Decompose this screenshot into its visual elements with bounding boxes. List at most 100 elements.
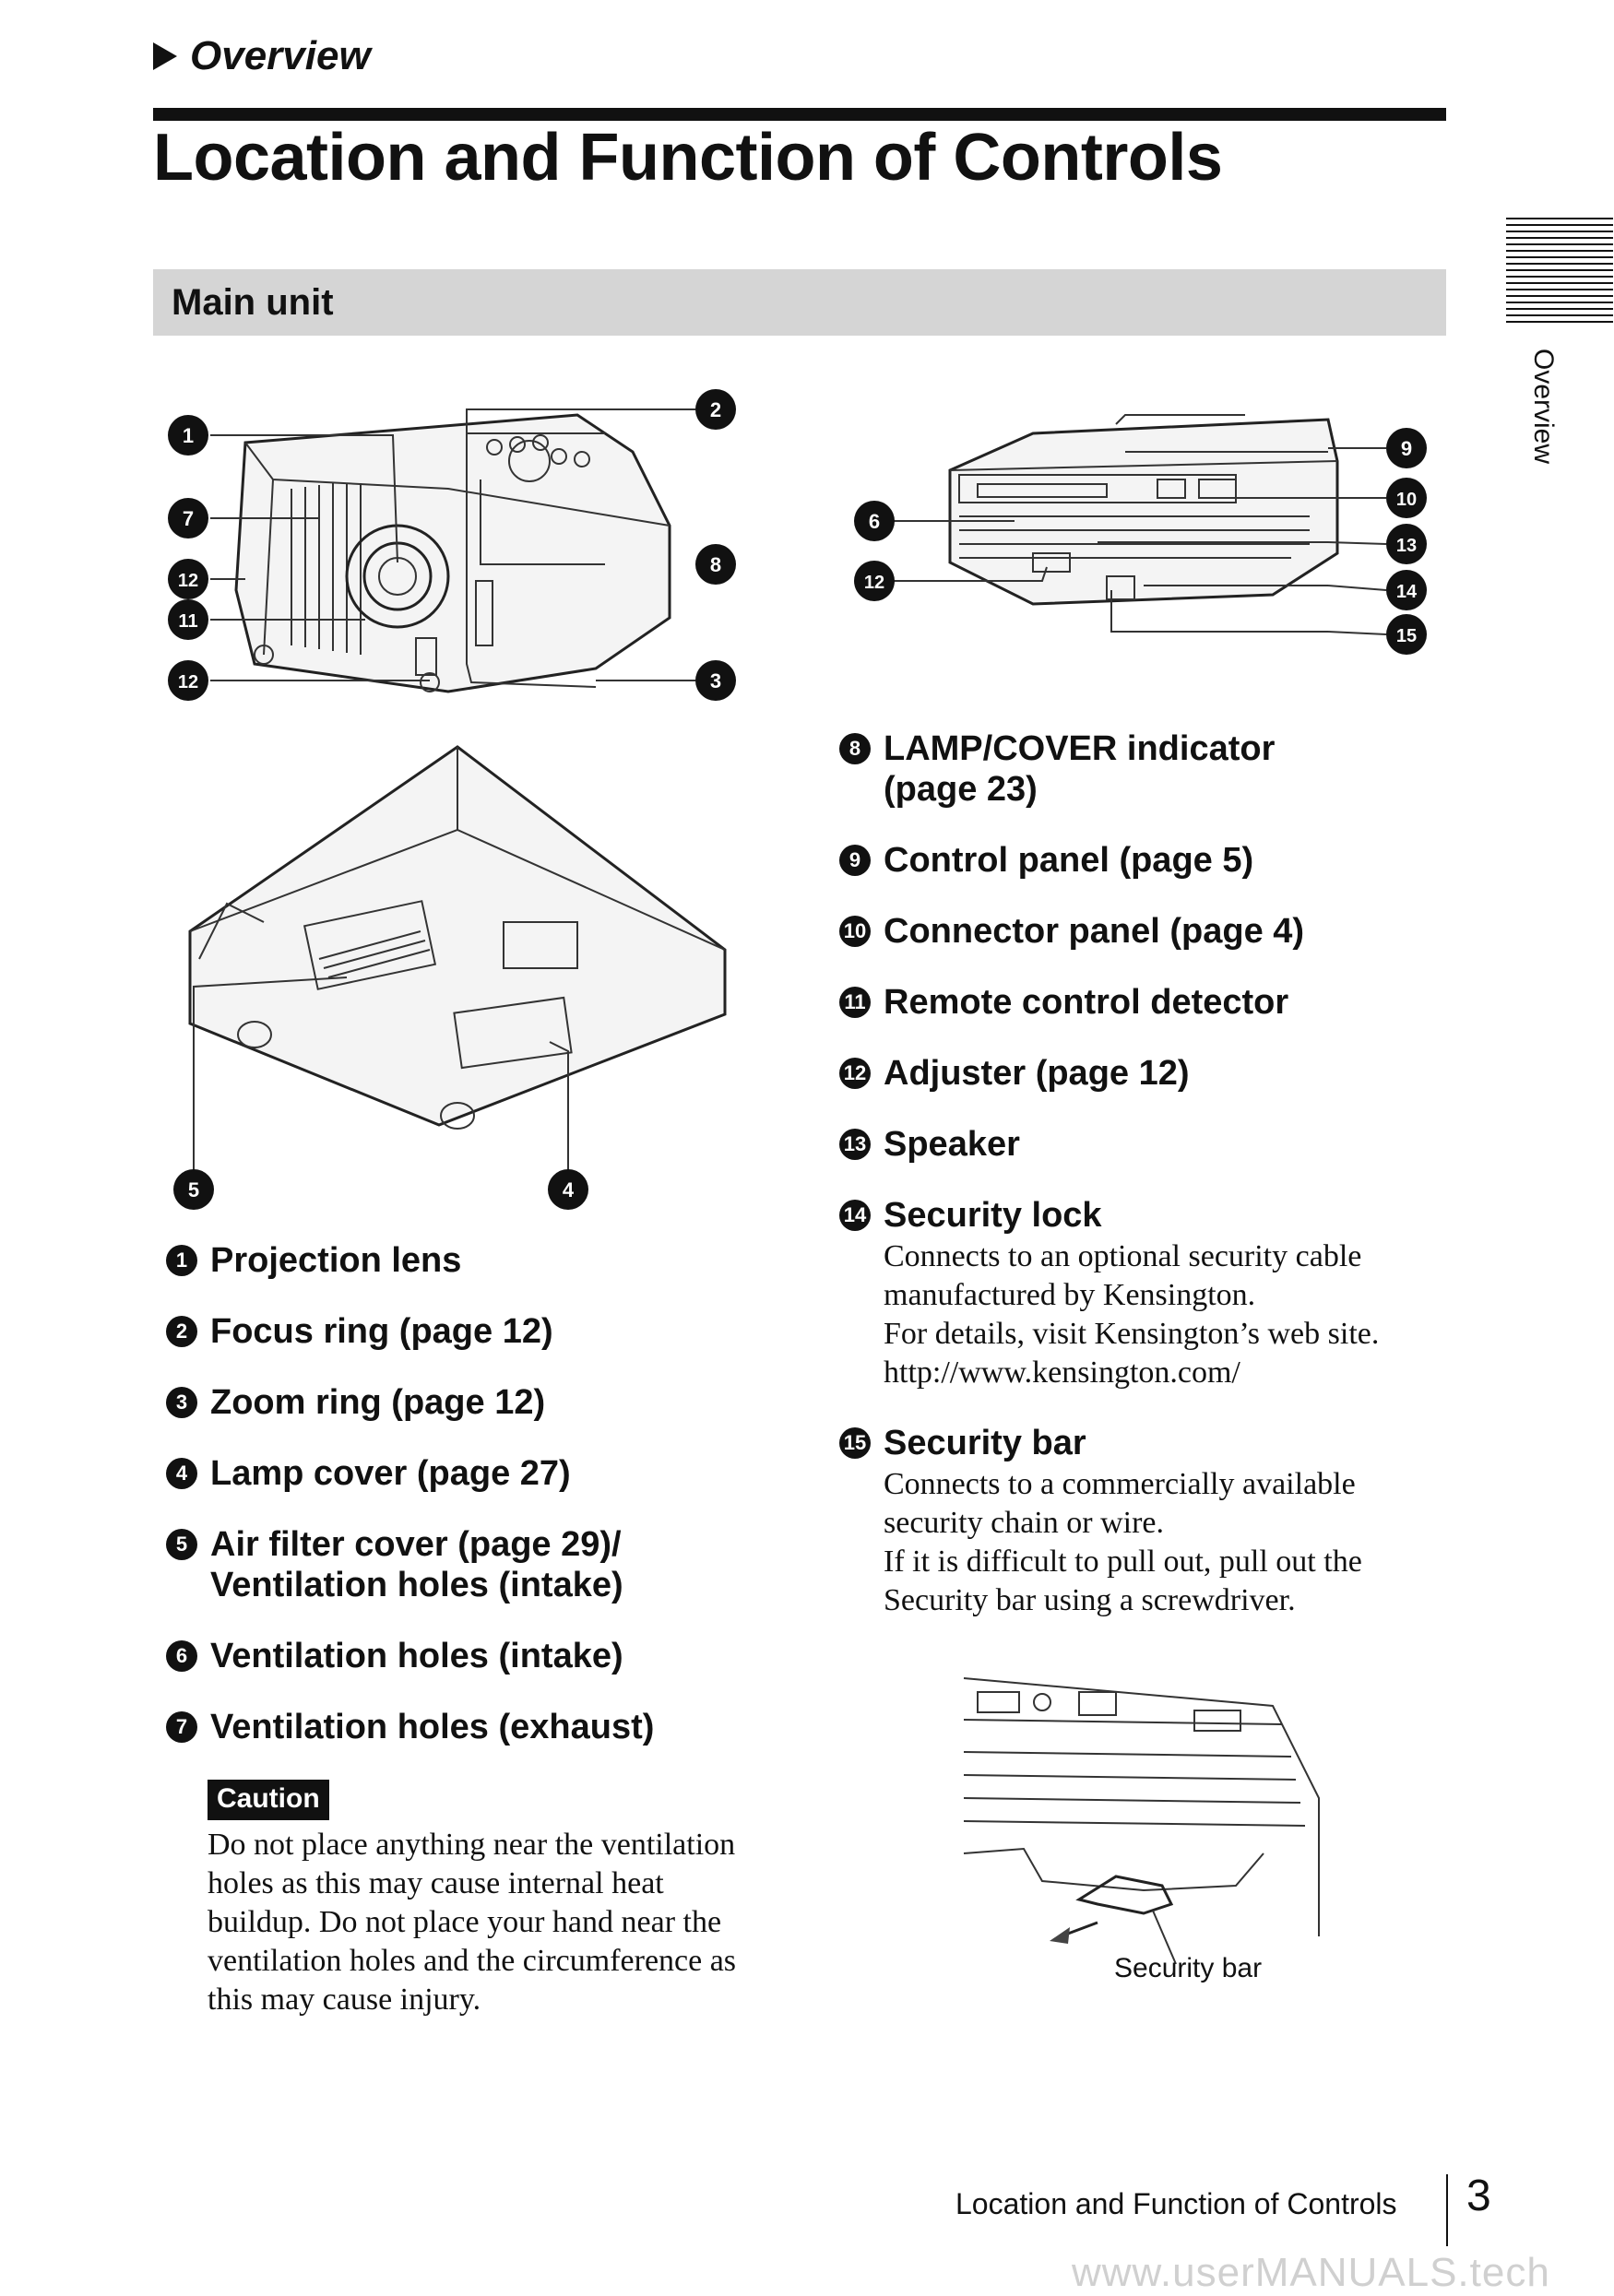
callout-10: 10 <box>1386 478 1427 518</box>
item-number: 7 <box>166 1711 197 1743</box>
item-number: 3 <box>166 1387 197 1418</box>
callout-14: 14 <box>1386 570 1427 610</box>
item-label: LAMP/COVER indicator (page 23) <box>884 729 1276 809</box>
page-title: Location and Function of Controls <box>153 121 1223 195</box>
item-number: 13 <box>839 1129 871 1160</box>
item-number: 9 <box>839 845 871 876</box>
item-number: 11 <box>839 987 871 1018</box>
list-item: 9 Control panel (page 5) <box>839 840 1448 881</box>
svg-text:1: 1 <box>183 424 194 447</box>
arrow-right-icon <box>153 42 177 70</box>
svg-text:12: 12 <box>178 672 198 692</box>
item-number: 15 <box>839 1427 871 1459</box>
svg-text:11: 11 <box>178 611 197 632</box>
side-tab-label: Overview <box>1528 349 1559 465</box>
item-label: Connector panel (page 4) <box>884 912 1305 951</box>
item-description: Connects to an optional security cable m… <box>884 1239 1380 1390</box>
list-item: 12 Adjuster (page 12) <box>839 1053 1448 1094</box>
callout-12c: 12 <box>854 561 895 601</box>
item-label: Ventilation holes (exhaust) <box>210 1708 655 1746</box>
footer-divider <box>1446 2174 1448 2246</box>
section-heading: Overview <box>153 33 371 79</box>
projector-bottom-illustration: 5 4 <box>173 745 727 1210</box>
svg-text:13: 13 <box>1396 536 1417 556</box>
callout-12: 12 <box>168 559 208 599</box>
callout-1: 1 <box>168 415 208 456</box>
caution-text: Do not place anything near the ventilati… <box>208 1828 737 2017</box>
svg-text:15: 15 <box>1396 626 1417 646</box>
callout-5: 5 <box>173 1169 214 1210</box>
list-item: 15 Security bar Connects to a commercial… <box>839 1423 1448 1620</box>
svg-text:7: 7 <box>183 507 194 530</box>
item-label: Zoom ring (page 12) <box>210 1383 546 1422</box>
parts-list-left: 1 Projection lens 2 Focus ring (page 12)… <box>166 1240 756 1747</box>
item-number: 12 <box>839 1058 871 1089</box>
list-item: 8 LAMP/COVER indicator (page 23) <box>839 728 1448 810</box>
callout-7: 7 <box>168 498 208 538</box>
svg-text:6: 6 <box>869 510 880 533</box>
item-label: Focus ring (page 12) <box>210 1312 553 1351</box>
callout-11: 11 <box>168 599 208 640</box>
list-item: 5 Air filter cover (page 29)/ Ventilatio… <box>166 1524 756 1605</box>
projector-front-illustration: 1 2 7 8 12 11 12 3 <box>168 389 736 701</box>
item-label: Security bar <box>884 1424 1086 1462</box>
list-item: 14 Security lock Connects to an optional… <box>839 1195 1448 1392</box>
svg-text:9: 9 <box>1401 437 1412 460</box>
item-label: Lamp cover (page 27) <box>210 1454 571 1493</box>
item-number: 14 <box>839 1200 871 1231</box>
item-number: 1 <box>166 1245 197 1276</box>
svg-text:5: 5 <box>188 1178 199 1201</box>
svg-text:10: 10 <box>1396 490 1417 510</box>
item-label: Speaker <box>884 1125 1020 1164</box>
svg-text:12: 12 <box>864 573 884 593</box>
item-label: Adjuster (page 12) <box>884 1054 1190 1093</box>
item-number: 8 <box>839 733 871 764</box>
callout-13: 13 <box>1386 524 1427 564</box>
item-number: 5 <box>166 1529 197 1560</box>
parts-list-right: 8 LAMP/COVER indicator (page 23) 9 Contr… <box>839 728 1448 1620</box>
list-item: 4 Lamp cover (page 27) <box>166 1453 756 1494</box>
side-tab-lines <box>1506 218 1613 326</box>
item-label: Security lock <box>884 1196 1102 1235</box>
item-label: Air filter cover (page 29)/ Ventilation … <box>210 1525 623 1604</box>
item-number: 2 <box>166 1316 197 1347</box>
section-label: Overview <box>190 33 371 78</box>
watermark: www.userMANUALS.tech <box>1072 2250 1550 2295</box>
svg-text:4: 4 <box>563 1178 575 1201</box>
callout-3: 3 <box>695 660 736 701</box>
list-item: 6 Ventilation holes (intake) <box>166 1636 756 1676</box>
callout-2: 2 <box>695 389 736 430</box>
svg-text:8: 8 <box>710 553 721 576</box>
svg-text:14: 14 <box>1396 582 1418 602</box>
svg-text:2: 2 <box>710 398 721 421</box>
item-label: Remote control detector <box>884 983 1289 1022</box>
item-number: 6 <box>166 1640 197 1672</box>
security-bar-caption: Security bar <box>1114 1953 1263 1983</box>
callout-9: 9 <box>1386 428 1427 468</box>
caution-badge: Caution <box>208 1780 329 1820</box>
item-number: 10 <box>839 916 871 947</box>
callout-4: 4 <box>548 1169 588 1210</box>
item-description: Connects to a commercially available sec… <box>884 1467 1362 1617</box>
title-rule <box>153 108 1446 121</box>
list-item: 3 Zoom ring (page 12) <box>166 1382 756 1423</box>
list-item: 7 Ventilation holes (exhaust) <box>166 1707 756 1747</box>
item-label: Control panel (page 5) <box>884 841 1254 880</box>
svg-text:12: 12 <box>178 571 198 591</box>
item-label: Ventilation holes (intake) <box>210 1637 623 1675</box>
subsection-title: Main unit <box>172 282 334 323</box>
security-bar-illustration <box>963 1677 1320 1964</box>
footer-running-title: Location and Function of Controls <box>955 2187 1397 2220</box>
callout-15: 15 <box>1386 614 1427 655</box>
projector-rear-illustration: 6 12 9 10 13 14 15 <box>854 414 1427 655</box>
item-label: Projection lens <box>210 1241 462 1280</box>
list-item: 13 Speaker <box>839 1124 1448 1165</box>
list-item: 1 Projection lens <box>166 1240 756 1281</box>
subsection-banner: Main unit <box>153 269 1446 336</box>
item-number: 4 <box>166 1458 197 1489</box>
list-item: 10 Connector panel (page 4) <box>839 911 1448 952</box>
page-number: 3 <box>1466 2172 1491 2220</box>
callout-6: 6 <box>854 501 895 541</box>
list-item: 2 Focus ring (page 12) <box>166 1311 756 1352</box>
list-item: 11 Remote control detector <box>839 982 1448 1023</box>
